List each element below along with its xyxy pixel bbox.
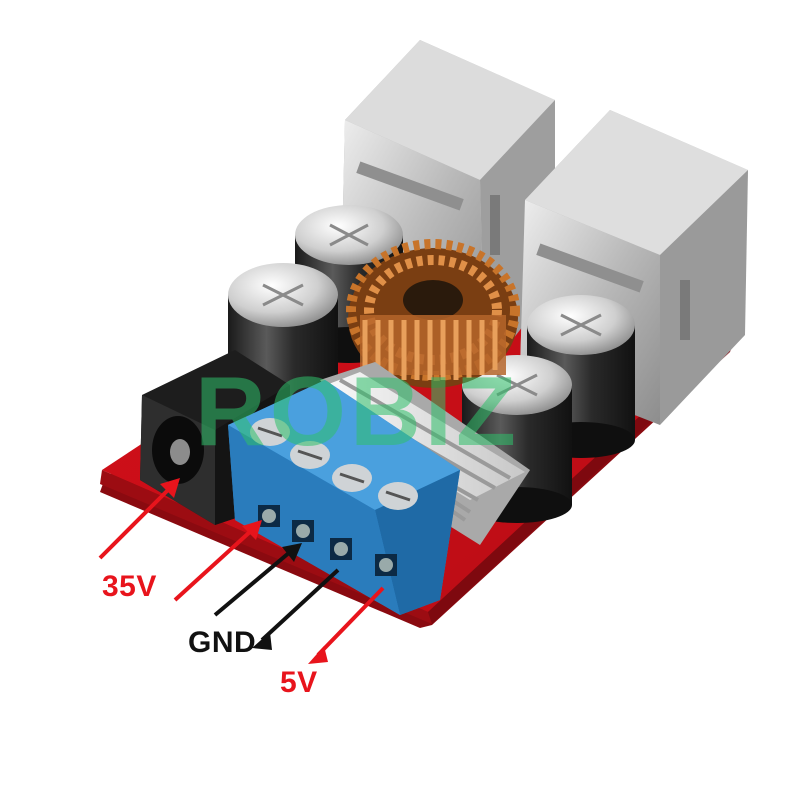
terminal-hole [375,554,397,576]
arrow-5v [308,586,385,664]
label-5v: 5V [280,666,318,699]
arrow-gnd-2 [252,568,340,650]
terminal-screw [378,482,418,510]
terminal-screw [250,418,290,446]
terminal-screw [290,441,330,469]
terminal-hole [258,505,280,527]
screw-terminal-block [228,380,460,615]
watermark-logo: ROBIZ [195,356,520,466]
arrow-gnd-1 [213,543,302,617]
arrow-35v-to-terminal [173,520,262,602]
terminal-hole [292,520,314,542]
toroid-inductor [346,239,520,388]
label-gnd: GND [188,626,257,659]
terminal-hole [330,538,352,560]
label-35v: 35V [102,570,157,603]
arrow-35v-to-jack [98,478,180,560]
terminal-screw [332,464,372,492]
